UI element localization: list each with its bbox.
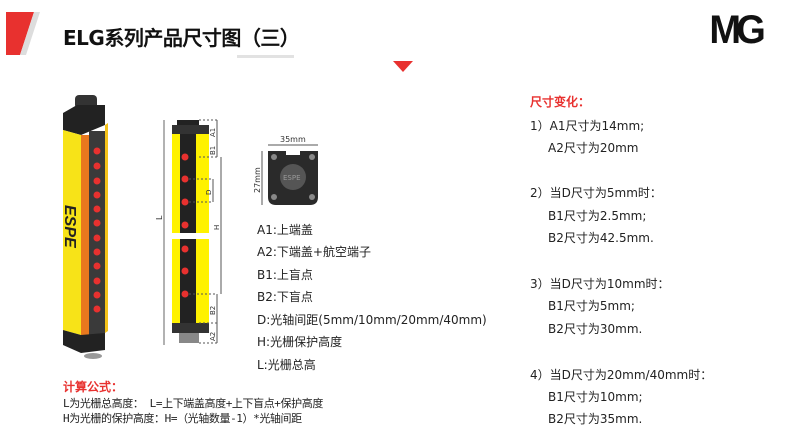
dim-label-b1: B1	[209, 146, 217, 155]
change-head: 1）A1尺寸为14mm;	[530, 119, 645, 133]
change-head: 4）当D尺寸为20mm/40mm时：	[530, 368, 713, 382]
dim-label-l: L	[155, 215, 164, 220]
triangle-down-icon	[393, 61, 413, 72]
formula-line: H为光栅的保护高度：H=（光轴数量-1）*光轴间距	[63, 412, 302, 425]
changes-title: 尺寸变化：	[530, 95, 591, 109]
dim-label-a2: A2	[209, 332, 217, 341]
legend-d: D:光轴间距(5mm/10mm/20mm/40mm)	[257, 313, 487, 327]
header-accent-icon	[6, 12, 40, 55]
change-head: 2）当D尺寸为5mm时：	[530, 186, 662, 200]
dim-label-h: H	[213, 225, 221, 230]
dim-label-a1: A1	[209, 128, 217, 137]
legend-a2: A2:下端盖+航空端子	[257, 245, 371, 259]
change-item: B1尺寸为5mm;	[548, 299, 635, 313]
end-view-diagram: 35mm 27mm ESPE	[253, 135, 318, 205]
change-item: B2尺寸为30mm.	[548, 322, 643, 336]
formula-title: 计算公式：	[63, 380, 124, 394]
endcap-brand-text: ESPE	[283, 174, 301, 182]
legend-a1: A1:上端盖	[257, 223, 313, 237]
legend-h: H:光栅保护高度	[257, 335, 343, 349]
dimension-diagram: L A1 B1 D H B2 A2	[155, 119, 222, 345]
legend-l: L:光栅总高	[257, 358, 316, 372]
change-item: B2尺寸为35mm.	[548, 412, 643, 426]
height-label: 27mm	[253, 167, 262, 193]
dim-label-b2: B2	[209, 306, 217, 315]
header-divider	[237, 55, 294, 58]
dim-label-d: D	[205, 190, 213, 195]
change-item: B1尺寸为10mm;	[548, 390, 643, 404]
page-title: ELG系列产品尺寸图（三）	[63, 26, 300, 50]
legend-b1: B1:上盲点	[257, 268, 313, 282]
change-head: 3）当D尺寸为10mm时：	[530, 277, 670, 291]
legend-b2: B2:下盲点	[257, 290, 313, 304]
change-item: B1尺寸为2.5mm;	[548, 209, 647, 223]
formula-line: L为光栅总高度： L=上下端盖高度+上下盲点+保护高度	[63, 397, 323, 410]
product-light-curtain-image: ESPE	[61, 95, 108, 359]
product-brand-text: ESPE	[61, 205, 78, 249]
change-item: B2尺寸为42.5mm.	[548, 231, 654, 245]
width-label: 35mm	[280, 135, 306, 144]
brand-logo: MG	[709, 8, 766, 52]
change-item: A2尺寸为20mm	[548, 141, 639, 155]
